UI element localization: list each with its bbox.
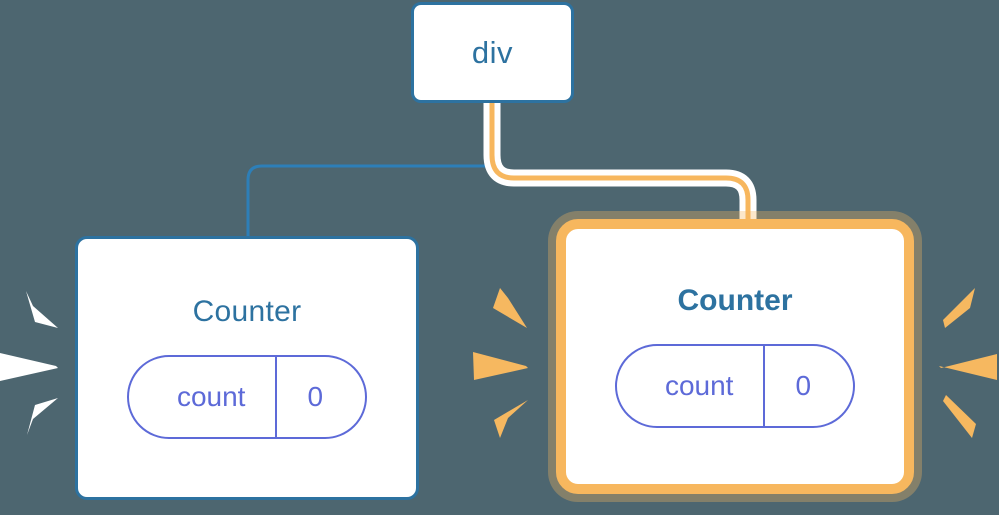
node-div[interactable]: div xyxy=(411,2,574,103)
edge-div-to-counter-left xyxy=(246,101,494,240)
state-pill-counter-left: count 0 xyxy=(126,355,368,439)
state-pill-counter-right: count 0 xyxy=(614,343,856,428)
edge-div-to-counter-right xyxy=(489,103,751,245)
node-counter-right[interactable]: Counter count 0 xyxy=(556,219,914,494)
node-counter-left-title: Counter xyxy=(192,295,302,328)
state-value-label: 0 xyxy=(275,357,365,437)
node-counter-right-title: Counter xyxy=(677,283,793,317)
node-div-label: div xyxy=(471,35,514,70)
state-key-label: count xyxy=(664,369,734,401)
state-value-label: 0 xyxy=(763,345,853,426)
state-key-label: count xyxy=(176,381,246,412)
node-counter-left[interactable]: Counter count 0 xyxy=(75,236,419,500)
